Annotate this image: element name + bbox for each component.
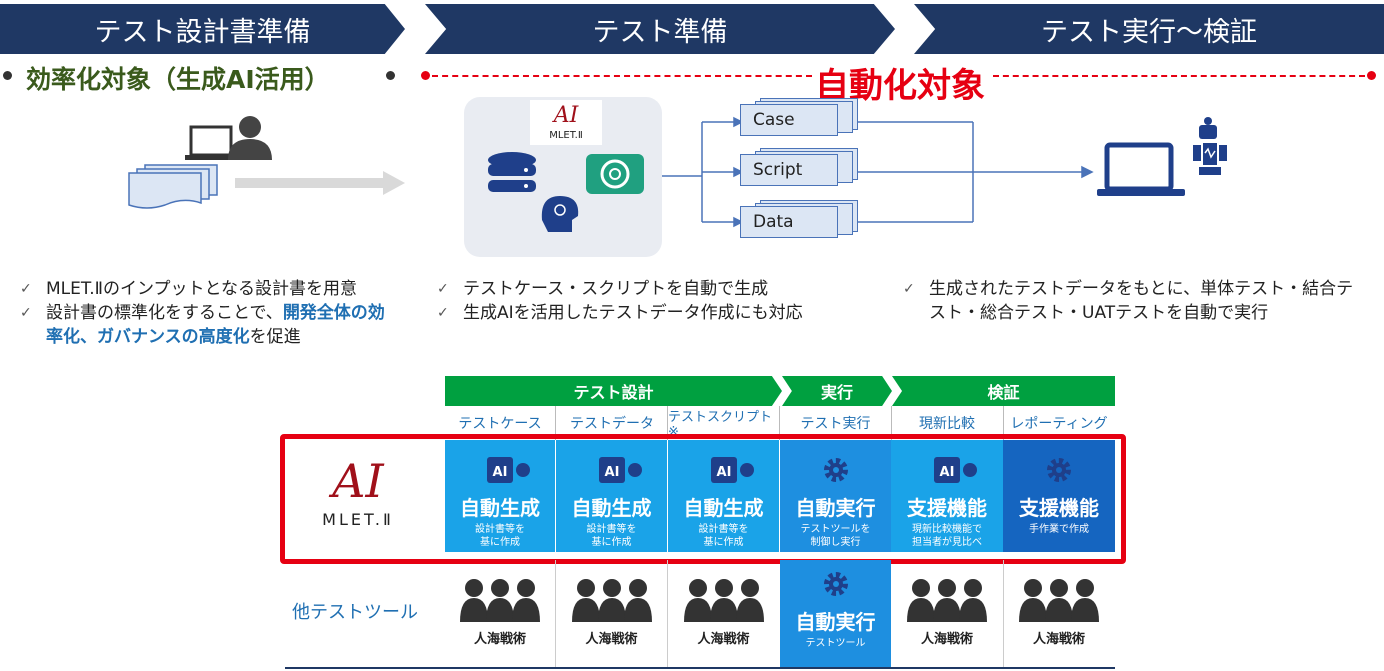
subheader-reporting: レポーティング — [1010, 416, 1108, 432]
data-label: Data — [740, 206, 838, 238]
svg-text:AI: AI — [493, 465, 508, 480]
gear-icon — [1047, 458, 1071, 482]
case-document: Case — [740, 98, 860, 138]
ai-chip-icon: AI — [487, 457, 530, 483]
laptop-icon — [1097, 142, 1185, 196]
flow-lines — [662, 116, 1094, 228]
people-icon — [1019, 579, 1099, 622]
chatgpt-icon — [586, 154, 644, 194]
arrow-right-icon — [235, 171, 405, 195]
svg-text:AI: AI — [328, 454, 384, 508]
gear-icon — [823, 572, 848, 596]
other-cell-test-case: 人海戦術 — [445, 578, 555, 647]
other-cell-test-script: 人海戦術 — [668, 578, 779, 647]
laptop-icon — [185, 125, 237, 160]
gear-icon — [823, 458, 848, 482]
subheader-test-script: テストスクリプト※ — [668, 410, 773, 440]
check-icon: ✓ — [20, 281, 32, 297]
check-icon: ✓ — [437, 281, 449, 297]
mlet-cell-test-script: AI 自動生成 設計書等を 基に作成 — [668, 440, 779, 552]
designer-illustration — [128, 116, 405, 209]
mlet-cell-test-data: AI 自動生成 設計書等を 基に作成 — [556, 440, 667, 552]
phase-test-prep: テスト準備 — [425, 4, 895, 54]
other-cell-reporting: 人海戦術 — [1003, 578, 1115, 647]
robot-icon — [1193, 117, 1227, 175]
bullets-right: ✓生成されたテストデータをもとに、単体テスト・結合テスト・総合テスト・UATテス… — [903, 277, 1363, 325]
svg-text:AI: AI — [716, 465, 731, 480]
separator — [891, 406, 892, 440]
red-dot-right — [1367, 71, 1376, 80]
svg-text:MLET.Ⅱ: MLET.Ⅱ — [322, 510, 394, 529]
data-document: Data — [740, 200, 860, 240]
ai-head-icon — [541, 196, 579, 232]
mlet-logo-small: AI MLET.Ⅱ — [530, 100, 602, 145]
group-execution: 実行 — [782, 376, 892, 406]
ai-chip-icon: AI — [598, 457, 642, 483]
subheader-test-exec: テスト実行 — [800, 416, 871, 432]
ai-chip-icon: AI — [934, 457, 977, 483]
bullet-mid-1: ✓テストケース・スクリプトを自動で生成 — [437, 279, 769, 299]
separator — [555, 406, 556, 440]
bullet-right-1: ✓生成されたテストデータをもとに、単体テスト・結合テスト・総合テスト・UATテス… — [903, 279, 1354, 323]
bullet-left-2: ✓設計書の標準化をすることで、開発全体の効率化、ガバナンスの高度化を促進 — [20, 303, 385, 347]
bullet-mid-2: ✓生成AIを活用したテストデータ作成にも対応 — [437, 303, 803, 323]
people-icon — [571, 579, 652, 622]
subheader-test-data: テストデータ — [570, 416, 654, 432]
people-icon — [683, 579, 764, 622]
dot-left — [3, 71, 12, 80]
svg-text:MLET.Ⅱ: MLET.Ⅱ — [549, 130, 583, 141]
people-icon — [460, 579, 540, 622]
dot-right — [386, 71, 395, 80]
ai-chip-icon: AI — [710, 457, 754, 483]
mlet-highlight-frame — [280, 434, 1126, 564]
separator — [779, 406, 780, 440]
mlet-cell-test-exec: 自動実行 テストツールを 制御し実行 — [780, 440, 891, 552]
check-icon: ✓ — [20, 305, 32, 321]
database-icon — [488, 152, 536, 192]
separator — [667, 560, 668, 668]
bullets-left: ✓MLET.Ⅱのインプットとなる設計書を用意 ✓設計書の標準化をすることで、開発… — [20, 277, 400, 349]
other-cell-comparison: 人海戦術 — [891, 578, 1003, 647]
phase-design-docs: テスト設計書準備 — [0, 4, 405, 54]
separator — [555, 560, 556, 668]
svg-text:AI: AI — [940, 465, 955, 480]
mlet-cell-test-case: AI 自動生成 設計書等を 基に作成 — [445, 440, 555, 552]
subheader-test-case: テストケース — [458, 416, 542, 432]
mlet-card-icons — [488, 152, 644, 232]
people-icon — [907, 579, 987, 622]
efficiency-title: 効率化対象（生成AI活用） — [26, 65, 330, 94]
check-icon: ✓ — [437, 305, 449, 321]
group-test-design: テスト設計 — [445, 376, 782, 406]
case-label: Case — [740, 104, 838, 136]
other-cell-test-exec: 自動実行 テストツール — [780, 560, 891, 668]
red-dot-left — [421, 71, 430, 80]
other-cell-test-data: 人海戦術 — [556, 578, 667, 647]
mlet-cell-comparison: AI 支援機能 現新比較機能で 担当者が見比べ — [891, 440, 1003, 552]
separator — [1003, 560, 1004, 668]
red-dashed-line-left — [432, 75, 812, 77]
documents-icon — [128, 164, 218, 209]
separator — [1003, 406, 1004, 440]
red-dashed-line-right — [993, 75, 1365, 77]
check-icon: ✓ — [903, 281, 915, 297]
separator — [667, 406, 668, 440]
mlet-logo-large: AI MLET.Ⅱ — [296, 447, 421, 545]
bullet-left-1: ✓MLET.Ⅱのインプットとなる設計書を用意 — [20, 279, 357, 299]
subheader-comparison: 現新比較 — [919, 416, 975, 432]
script-document: Script — [740, 148, 860, 188]
person-icon — [228, 116, 272, 160]
bullets-mid: ✓テストケース・スクリプトを自動で生成 ✓生成AIを活用したテストデータ作成にも… — [437, 277, 877, 325]
svg-text:AI: AI — [604, 465, 619, 480]
svg-text:AI: AI — [552, 103, 580, 128]
mlet-cell-reporting: 支援機能 手作業で作成 — [1003, 440, 1115, 552]
execution-illustration — [1097, 117, 1227, 196]
group-verification: 検証 — [892, 376, 1115, 406]
phase-test-exec: テスト実行～検証 — [914, 4, 1384, 54]
table-bottom-border — [285, 667, 1115, 669]
script-label: Script — [740, 154, 838, 186]
other-tools-label: 他テストツール — [292, 602, 418, 623]
